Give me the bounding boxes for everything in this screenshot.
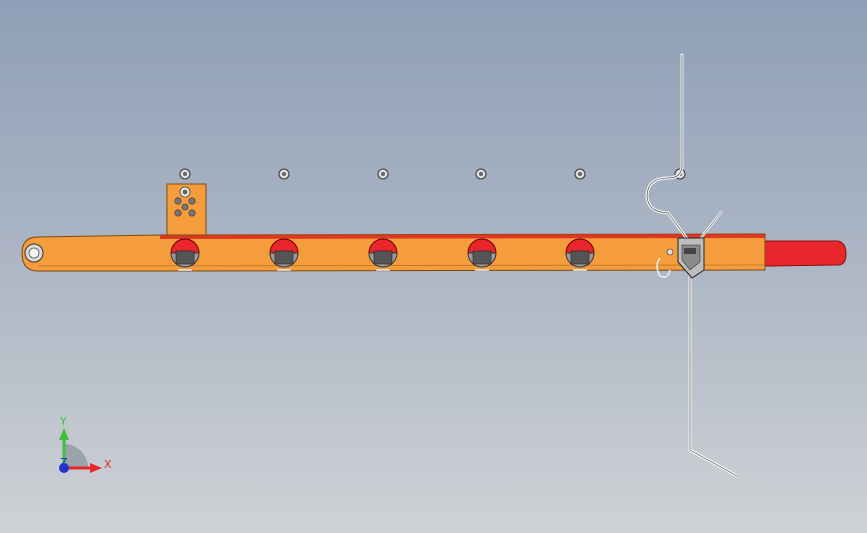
x-axis-label: X bbox=[104, 458, 112, 471]
y-axis-arrow bbox=[59, 428, 69, 440]
z-axis-dot bbox=[59, 463, 69, 473]
clamp-cap[interactable] bbox=[368, 238, 398, 271]
floating-nut bbox=[179, 168, 191, 180]
floating-nut bbox=[574, 168, 586, 180]
floating-nut bbox=[475, 168, 487, 180]
z-axis-label: Z bbox=[60, 456, 68, 469]
clamp-cap[interactable] bbox=[467, 238, 497, 271]
clamp-cap[interactable] bbox=[269, 238, 299, 271]
floating-nut bbox=[278, 168, 290, 180]
mounting-bracket[interactable] bbox=[166, 183, 207, 236]
clamp-cap[interactable] bbox=[170, 238, 200, 271]
coordinate-triad: X Y Z bbox=[59, 415, 112, 473]
latch-bracket[interactable] bbox=[656, 237, 705, 279]
hook-wire[interactable] bbox=[645, 53, 690, 242]
x-axis-arrow bbox=[90, 463, 102, 473]
hanging-wire[interactable] bbox=[688, 270, 738, 478]
end-hole bbox=[24, 243, 44, 263]
clamp-cap[interactable] bbox=[565, 238, 595, 271]
floating-nut bbox=[377, 168, 389, 180]
y-axis-label: Y bbox=[59, 415, 67, 428]
